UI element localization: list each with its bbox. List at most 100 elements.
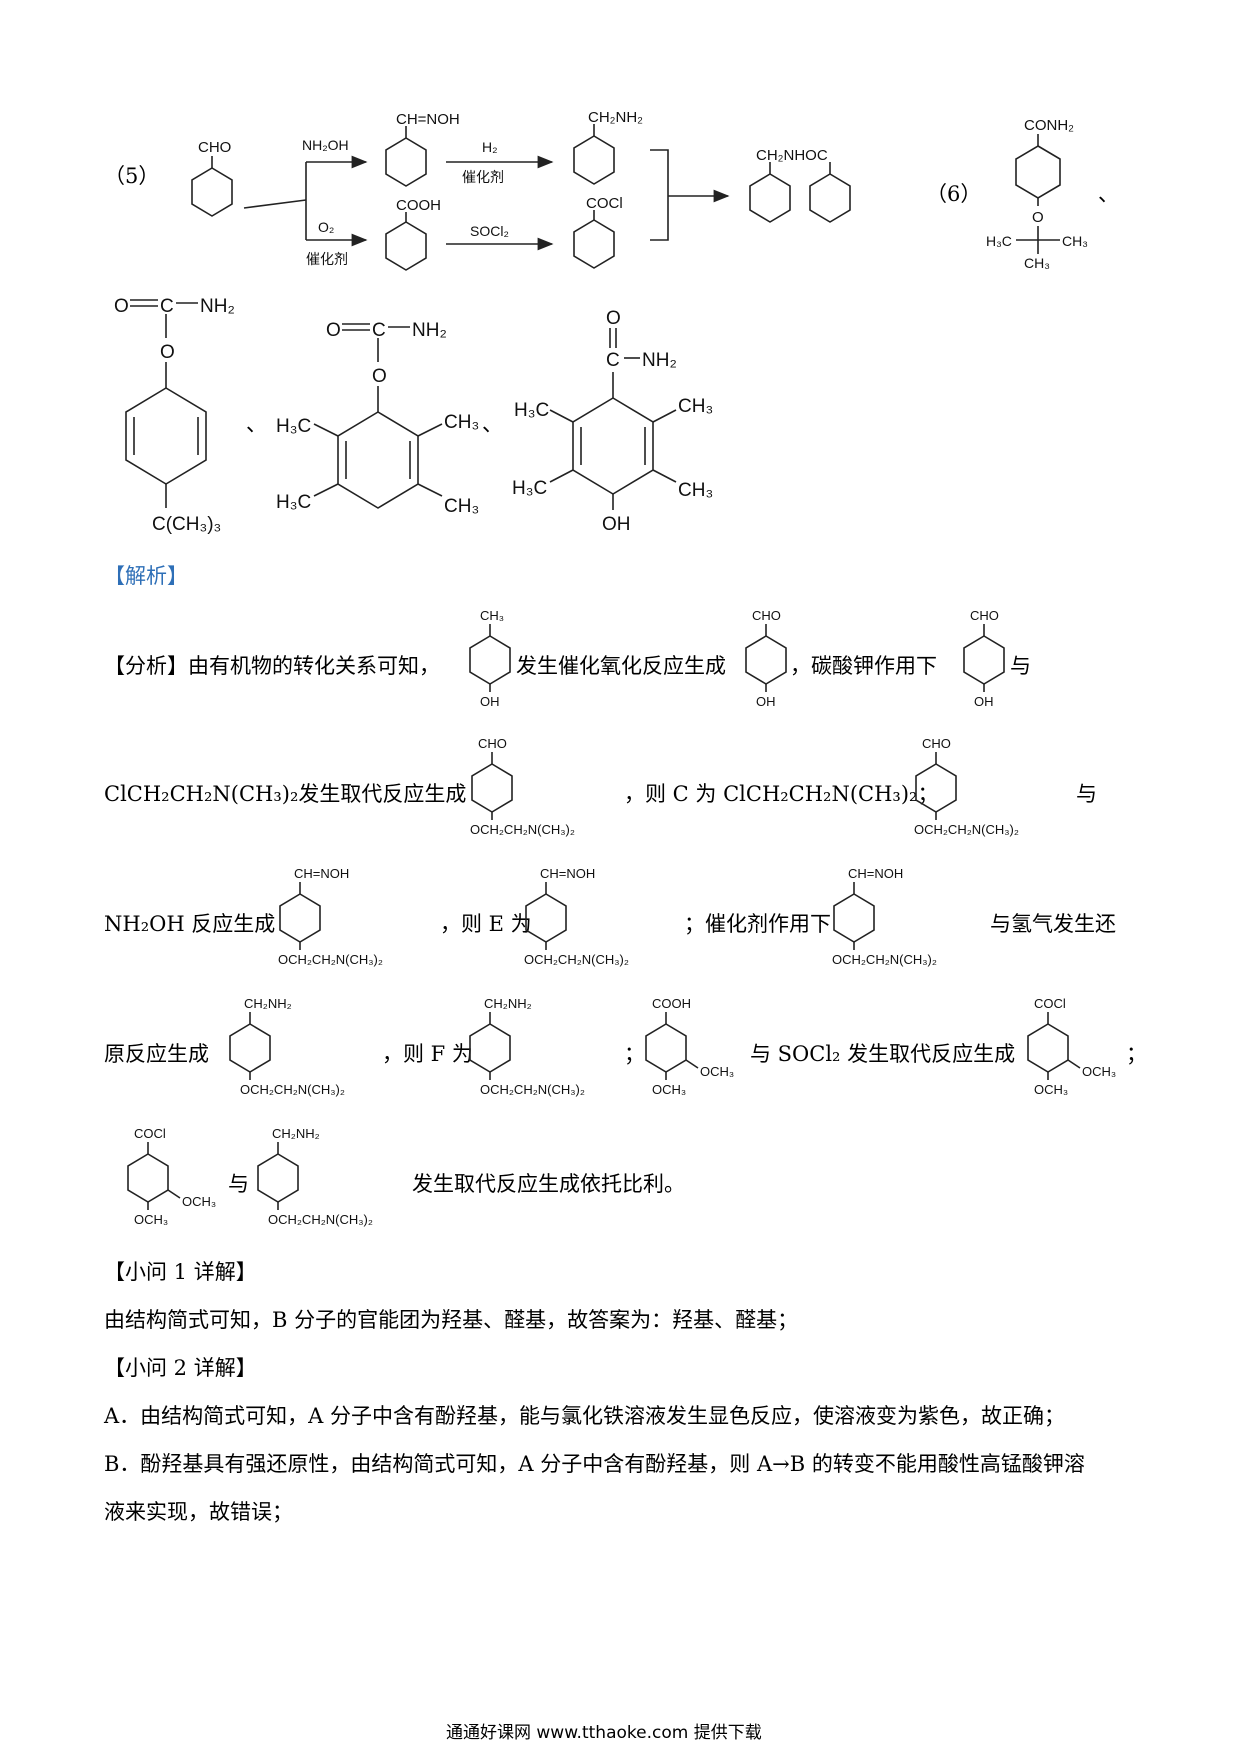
analysis-p1a: 【分析】由有机物的转化关系可知， xyxy=(104,654,440,678)
q6-structure-4: O C NH₂ H₃C CH₃ H₃C CH₃ OH xyxy=(512,308,713,535)
analysis-p3d: 与氢气发生还 xyxy=(990,912,1116,936)
analysis-p3b: ，则 E 为 xyxy=(440,912,532,936)
s1-ch3: CH₃ xyxy=(1062,233,1088,249)
amine-structure-1: CH₂NH₂ OCH₂CH₂N(CH₃)₂ xyxy=(229,996,345,1097)
benzylbenzamide-structure: CH₂NHOC xyxy=(749,147,851,223)
s3-c: C xyxy=(372,320,386,341)
reagent-nh2oh: NH₂OH xyxy=(302,137,349,153)
sep-1: 、 xyxy=(1098,182,1119,206)
sub2-option-b2: 液来实现，故错误； xyxy=(104,1500,293,1524)
analysis-p4d: 与 SOCl₂ 发生取代反应生成 xyxy=(750,1042,1016,1066)
s3-h3c-b: H₃C xyxy=(276,492,311,513)
q5-prod: CH₂NHOC xyxy=(756,147,828,164)
amine-structure-2: CH₂NH₂ OCH₂CH₂N(CH₃)₂ xyxy=(469,996,585,1097)
p-cresol-structure: CH₃ OH xyxy=(469,608,511,709)
s4-c: C xyxy=(606,350,620,371)
g-och3-b: OCH₃ xyxy=(652,1082,686,1097)
g-oh-2: OH xyxy=(974,694,994,709)
benzoic-acid-structure: COOH xyxy=(385,197,441,271)
g-oxime-1: CH=NOH xyxy=(294,866,349,881)
analysis-p3c: ；催化剂作用下 xyxy=(684,912,831,936)
q5-cho: CHO xyxy=(198,139,231,156)
s3-o2: O xyxy=(372,366,387,387)
analysis-p2a: ClCH₂CH₂N(CH₃)₂发生取代反应生成 xyxy=(104,782,467,806)
s3-ch3-a: CH₃ xyxy=(444,412,479,433)
sub1-body: 由结构简式可知，B 分子的官能团为羟基、醛基，故答案为：羟基、醛基； xyxy=(104,1308,799,1332)
analysis-p1b: 发生催化氧化反应生成 xyxy=(516,654,726,678)
benzylamine-structure: CH₂NH₂ xyxy=(573,109,643,185)
footer-watermark: 通通好课网 www.tthaoke.com 提供下载 xyxy=(446,1723,762,1743)
oxime-structure-2: CH=NOH OCH₂CH₂N(CH₃)₂ xyxy=(524,866,629,967)
catalyst-2: 催化剂 xyxy=(306,251,348,267)
reagent-socl2: SOCl₂ xyxy=(470,223,509,239)
hydroxybenzaldehyde-structure-1: CHO OH xyxy=(745,608,787,709)
analysis-p2c: 与 xyxy=(1076,782,1097,806)
g-side-8: OCH₂CH₂N(CH₃)₂ xyxy=(268,1212,373,1227)
s2-tbu: C(CH₃)₃ xyxy=(152,514,221,535)
s4-ch3-a: CH₃ xyxy=(678,396,713,417)
analysis-p4e: ； xyxy=(1126,1042,1147,1066)
s2-o2: O xyxy=(160,342,175,363)
g-cho-4: CHO xyxy=(922,736,951,751)
catalyst-1: 催化剂 xyxy=(462,169,504,185)
s4-o: O xyxy=(606,308,621,329)
g-och3-d: OCH₃ xyxy=(1034,1082,1068,1097)
g-amine-1: CH₂NH₂ xyxy=(244,996,292,1011)
analysis-p4a: 原反应生成 xyxy=(104,1042,209,1066)
s2-c: C xyxy=(160,296,174,317)
dimethoxybenzoic-acid-structure: COOH OCH₃ OCH₃ xyxy=(645,996,734,1097)
g-amine-3: CH₂NH₂ xyxy=(272,1126,320,1141)
g-cocl-1: COCl xyxy=(1034,996,1066,1011)
q5-oxime: CH=NOH xyxy=(396,111,460,128)
s1-conh2: CONH₂ xyxy=(1024,117,1074,134)
analysis-p3a: NH₂OH 反应生成 xyxy=(104,912,276,936)
benzoyl-chloride-structure: COCl xyxy=(573,195,623,269)
analysis-p4b: ，则 F 为 xyxy=(382,1042,473,1066)
benzaldehyde-structure: CHO xyxy=(191,139,233,217)
q6-label: （6） xyxy=(926,182,982,206)
g-side-7: OCH₂CH₂N(CH₃)₂ xyxy=(480,1082,585,1097)
g-side-6: OCH₂CH₂N(CH₃)₂ xyxy=(240,1082,345,1097)
g-och3-c: OCH₃ xyxy=(1082,1064,1116,1079)
s2-o1: O xyxy=(114,296,129,317)
s3-nh2: NH₂ xyxy=(412,320,447,341)
sub2-option-a: A．由结构简式可知，A 分子中含有酚羟基，能与氯化铁溶液发生显色反应，使溶液变为… xyxy=(104,1404,1066,1428)
g-amine-2: CH₂NH₂ xyxy=(484,996,532,1011)
analysis-p1c: ，碳酸钾作用下 xyxy=(790,654,937,678)
g-side-2: OCH₂CH₂N(CH₃)₂ xyxy=(914,822,1019,837)
q5-acyl: COCl xyxy=(586,195,623,212)
s1-h3c: H₃C xyxy=(986,233,1012,249)
s3-o1: O xyxy=(326,320,341,341)
analysis-p5a: 与 xyxy=(228,1172,249,1196)
g-oh: OH xyxy=(480,694,500,709)
s4-h3c-a: H₃C xyxy=(514,400,549,421)
g-side-4: OCH₂CH₂N(CH₃)₂ xyxy=(524,952,629,967)
g-cocl-2: COCl xyxy=(134,1126,166,1141)
q6-structure-2: O C NH₂ O C(CH₃)₃ xyxy=(114,296,235,535)
s3-h3c-a: H₃C xyxy=(276,416,311,437)
q5-acid: COOH xyxy=(396,197,441,214)
g-ch3: CH₃ xyxy=(480,608,504,623)
s4-oh: OH xyxy=(602,514,631,535)
sep-2: 、 xyxy=(246,412,267,436)
g-cho-2: CHO xyxy=(970,608,999,623)
s4-h3c-b: H₃C xyxy=(512,478,547,499)
dimethoxybenzoyl-chloride-structure: COCl OCH₃ OCH₃ xyxy=(1027,996,1116,1097)
analysis-p4c: ； xyxy=(624,1042,645,1066)
reagent-o2: O₂ xyxy=(318,219,334,235)
q5-amine: CH₂NH₂ xyxy=(588,109,643,126)
sub2-option-b1: B．酚羟基具有强还原性，由结构简式可知，A 分子中含有酚羟基，则 A→B 的转变… xyxy=(104,1452,1085,1476)
g-cooh: COOH xyxy=(652,996,691,1011)
g-cho-1: CHO xyxy=(752,608,781,623)
g-cho-3: CHO xyxy=(478,736,507,751)
g-side-5: OCH₂CH₂N(CH₃)₂ xyxy=(832,952,937,967)
g-och3-f: OCH₃ xyxy=(134,1212,168,1227)
s4-nh2: NH₂ xyxy=(642,350,677,371)
oxime-structure-3: CH=NOH OCH₂CH₂N(CH₃)₂ xyxy=(832,866,937,967)
q5-scheme: CHO NH₂OH O₂ 催化剂 CH=NOH H₂ 催化剂 CH₂NH₂ CO… xyxy=(191,109,851,271)
g-oxime-3: CH=NOH xyxy=(848,866,903,881)
amine-structure-3: CH₂NH₂ OCH₂CH₂N(CH₃)₂ xyxy=(257,1126,373,1227)
s4-ch3-b: CH₃ xyxy=(678,480,713,501)
d-structure: CHO OCH₂CH₂N(CH₃)₂ xyxy=(914,736,1019,837)
q6-structure-1: CONH₂ O H₃C CH₃ CH₃ xyxy=(986,117,1088,271)
